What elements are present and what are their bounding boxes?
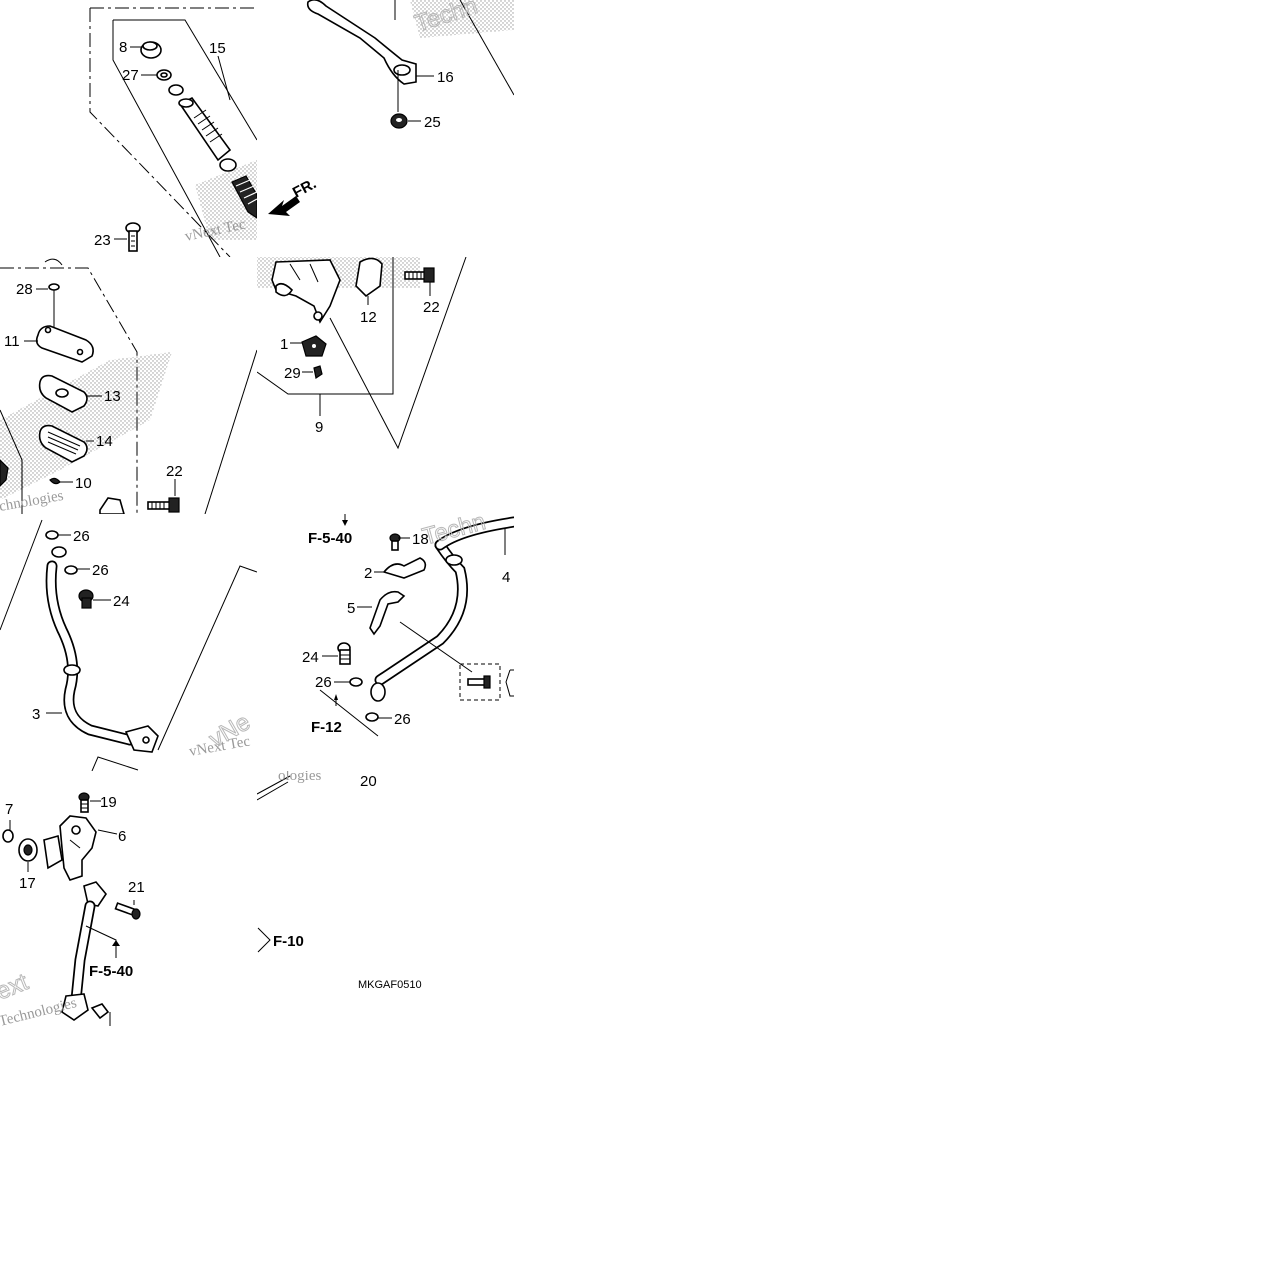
callout-19: 19	[100, 794, 117, 811]
seal-part	[219, 158, 237, 172]
nut-part-25	[390, 113, 408, 129]
holder-part	[99, 497, 125, 514]
callout-15: 15	[209, 40, 226, 57]
joint-arm-part	[43, 834, 63, 870]
reservoir-cover-part	[35, 325, 94, 363]
callout-1: 1	[280, 336, 288, 353]
tile-references: ologies 20 F-10 MKGAF0510	[257, 768, 422, 991]
callout-8: 8	[119, 39, 127, 56]
callout-26: 26	[92, 562, 109, 579]
callout-18: 18	[412, 531, 429, 548]
callout-3: 3	[32, 706, 40, 723]
tile-brake-hose-middle: F-5-40 18 2 5 4 24 26 26 F-12 Techn	[302, 508, 514, 737]
callout-16: 16	[437, 69, 454, 86]
callout-13: 13	[104, 388, 121, 405]
bracket-part	[369, 590, 406, 636]
screw-part-28	[48, 283, 60, 300]
washer-part	[168, 84, 184, 96]
tile-brake-hose-upper: 26 26 24 3 vNext Tec vNe	[0, 519, 257, 771]
callout-26: 26	[73, 528, 90, 545]
bolt-part-21	[114, 902, 141, 920]
bolt-part-23	[125, 222, 141, 252]
brake-lever-part	[306, 0, 417, 85]
brake-hose-lower-part	[61, 881, 107, 1021]
callout-21: 21	[128, 879, 145, 896]
callout-9: 9	[315, 419, 323, 436]
drawing-code: MKGAF0510	[358, 979, 422, 991]
boot-cap-part	[140, 41, 162, 59]
ref-f-12: F-12	[311, 719, 342, 736]
bolt-part-22-right	[404, 267, 435, 283]
three-way-joint-part	[59, 815, 97, 881]
callout-23: 23	[94, 232, 111, 249]
watermark: ext	[0, 968, 32, 1005]
callout-27: 27	[122, 67, 139, 84]
callout-24: 24	[113, 593, 130, 610]
callout-29: 29	[284, 365, 301, 382]
callout-24: 24	[302, 649, 319, 666]
oil-bolt-part-24	[78, 589, 94, 609]
ref-f-10: F-10	[273, 933, 304, 950]
hidden-bolt-frame	[459, 663, 501, 701]
callout-6: 6	[118, 828, 126, 845]
brake-hose-3-part	[45, 560, 159, 753]
callout-22: 22	[423, 299, 440, 316]
callout-5: 5	[347, 600, 355, 617]
diaphragm-part	[38, 424, 88, 463]
screw-part-29	[313, 365, 323, 379]
callout-2: 2	[364, 565, 372, 582]
callout-12: 12	[360, 309, 377, 326]
watermark: Techn	[420, 508, 489, 551]
callout-25: 25	[424, 114, 441, 131]
brake-switch-part	[301, 335, 327, 357]
hose-clamp-part	[382, 557, 427, 579]
small-seal-part	[49, 477, 61, 485]
bolt-part-22-left	[147, 497, 180, 513]
master-cylinder-body-part	[271, 259, 341, 324]
callout-7: 7	[5, 801, 13, 818]
sealing-washer-part	[349, 677, 363, 687]
callout-17: 17	[19, 875, 36, 892]
sealing-washer-part	[64, 565, 78, 575]
bolt-part-19	[78, 792, 90, 813]
tile-master-cylinder-body: 12 22 1 29 9	[257, 257, 467, 450]
spring-part	[231, 175, 257, 219]
tile-master-cylinder-piston: 8 15 27 23 vNext Tec	[89, 7, 257, 257]
sealing-washer-part	[365, 712, 379, 722]
callout-26: 26	[394, 711, 411, 728]
collar-part	[2, 829, 14, 843]
piston-part	[178, 96, 232, 162]
oil-bolt-part-24	[337, 642, 351, 665]
bolt-part-18	[389, 533, 401, 551]
callout-20: 20	[360, 773, 377, 790]
callout-26: 26	[315, 674, 332, 691]
tile-brake-lever: 16 25 FR. Techn	[268, 0, 514, 216]
circlip-part	[156, 69, 172, 81]
callout-28: 28	[16, 281, 33, 298]
reservoir-plate-part	[38, 374, 88, 413]
front-direction-arrow	[268, 196, 300, 216]
callout-4: 4	[502, 569, 510, 586]
tile-hose-joint: 19 6 7 17 21 F-5-40 ext Technologies	[0, 792, 145, 1028]
callout-14: 14	[96, 433, 113, 450]
tile-reservoir-cap: 28 11 13 14 10 22 chnologies	[0, 258, 257, 514]
sealing-washer-part	[45, 530, 59, 540]
clamp-part	[355, 257, 383, 298]
callout-22: 22	[166, 463, 183, 480]
callout-10: 10	[75, 475, 92, 492]
callout-11: 11	[4, 333, 20, 350]
ref-f-5-40: F-5-40	[308, 530, 352, 547]
watermark: ologies	[278, 768, 321, 784]
brake-hose-4-part	[370, 516, 514, 702]
grommet-part	[18, 838, 38, 862]
ref-f-5-40: F-5-40	[89, 963, 133, 980]
bolt-part-hidden	[467, 675, 491, 689]
